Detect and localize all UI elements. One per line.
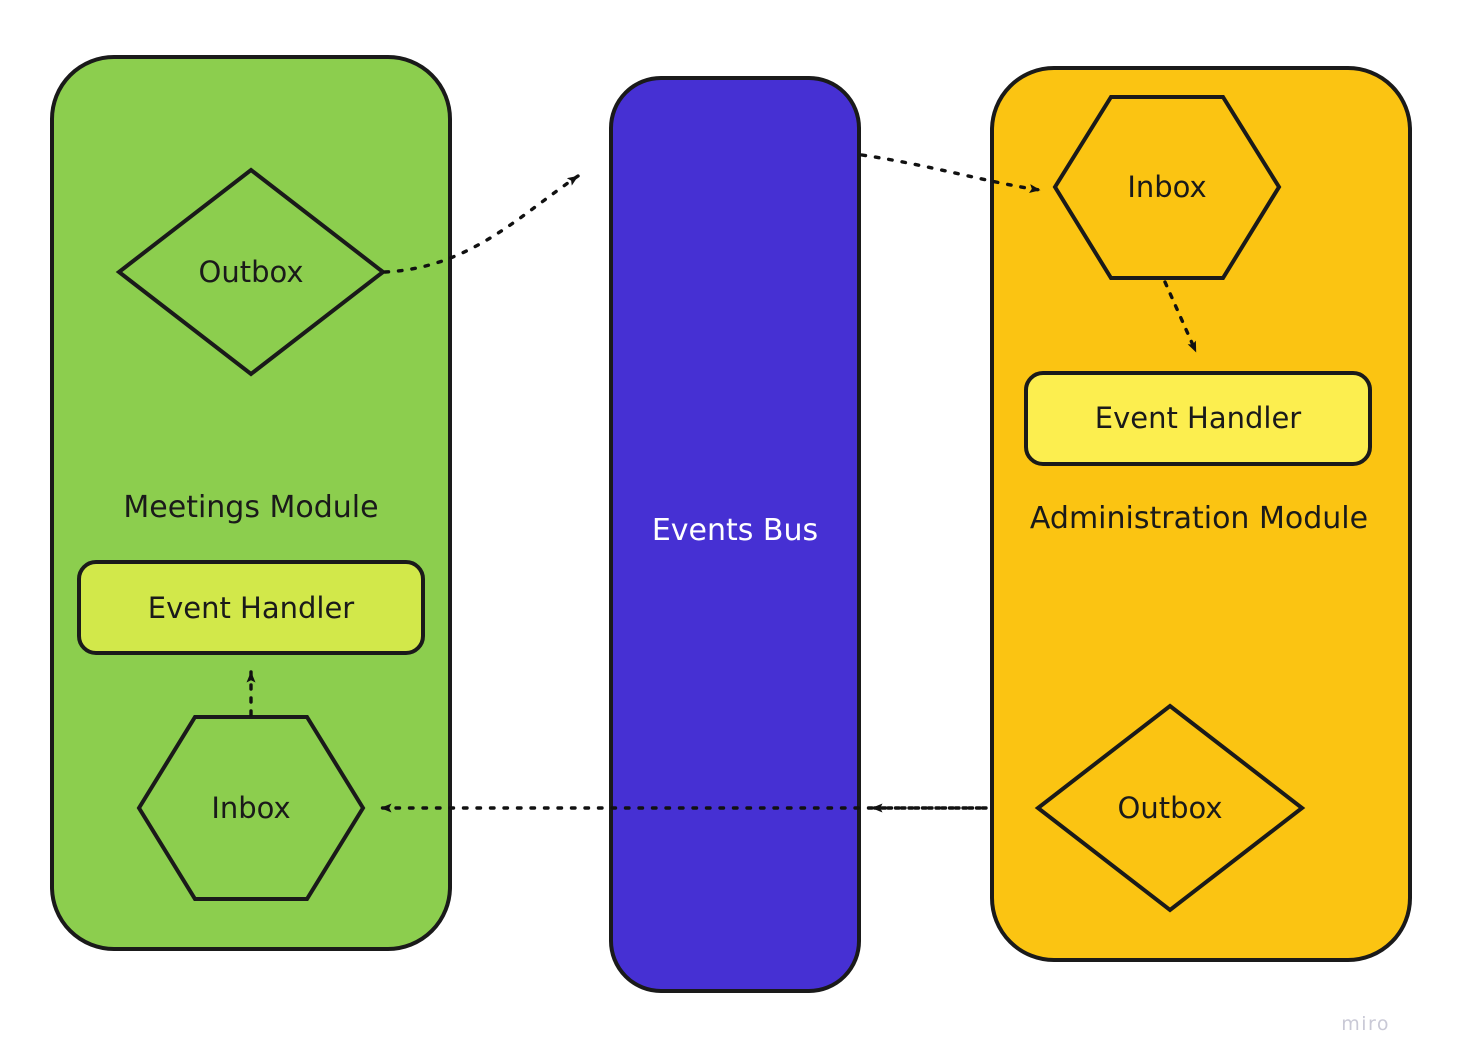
administration-inbox-label: Inbox [1127, 170, 1206, 204]
administration-inbox-shape [1052, 95, 1282, 280]
administration-event-handler-node[interactable]: Event Handler [1024, 371, 1372, 466]
administration-inbox-node[interactable]: Inbox [1052, 95, 1282, 280]
meetings-outbox-node[interactable]: Outbox [115, 167, 387, 377]
meetings-event-handler-label: Event Handler [148, 591, 355, 625]
meetings-inbox-shape [136, 715, 366, 901]
meetings-event-handler-node[interactable]: Event Handler [77, 560, 425, 655]
administration-module-panel[interactable]: Administration Module [990, 66, 1412, 962]
administration-outbox-label: Outbox [1118, 791, 1223, 825]
arrow-meetings-outbox-to-bus [383, 174, 580, 274]
arrow-admin-inbox-to-handler [1163, 280, 1198, 354]
administration-outbox-shape [1034, 703, 1306, 913]
administration-event-handler-shape [1024, 371, 1372, 466]
administration-event-handler-label: Event Handler [1095, 401, 1302, 435]
meetings-inbox-label: Inbox [211, 791, 290, 825]
administration-module-background [990, 66, 1412, 962]
meetings-module-title: Meetings Module [123, 490, 378, 525]
events-bus-label: Events Bus [652, 513, 818, 548]
meetings-event-handler-shape [77, 560, 425, 655]
meetings-inbox-node[interactable]: Inbox [136, 715, 366, 901]
administration-outbox-node[interactable]: Outbox [1034, 703, 1306, 913]
administration-module-title: Administration Module [1030, 501, 1368, 536]
events-bus-background [609, 76, 861, 993]
meetings-outbox-shape [115, 167, 387, 377]
meetings-outbox-label: Outbox [199, 255, 304, 289]
arrow-bus-to-admin-inbox [860, 153, 1042, 193]
miro-watermark: miro [1341, 1013, 1390, 1035]
events-bus-panel[interactable]: Events Bus [609, 76, 861, 993]
